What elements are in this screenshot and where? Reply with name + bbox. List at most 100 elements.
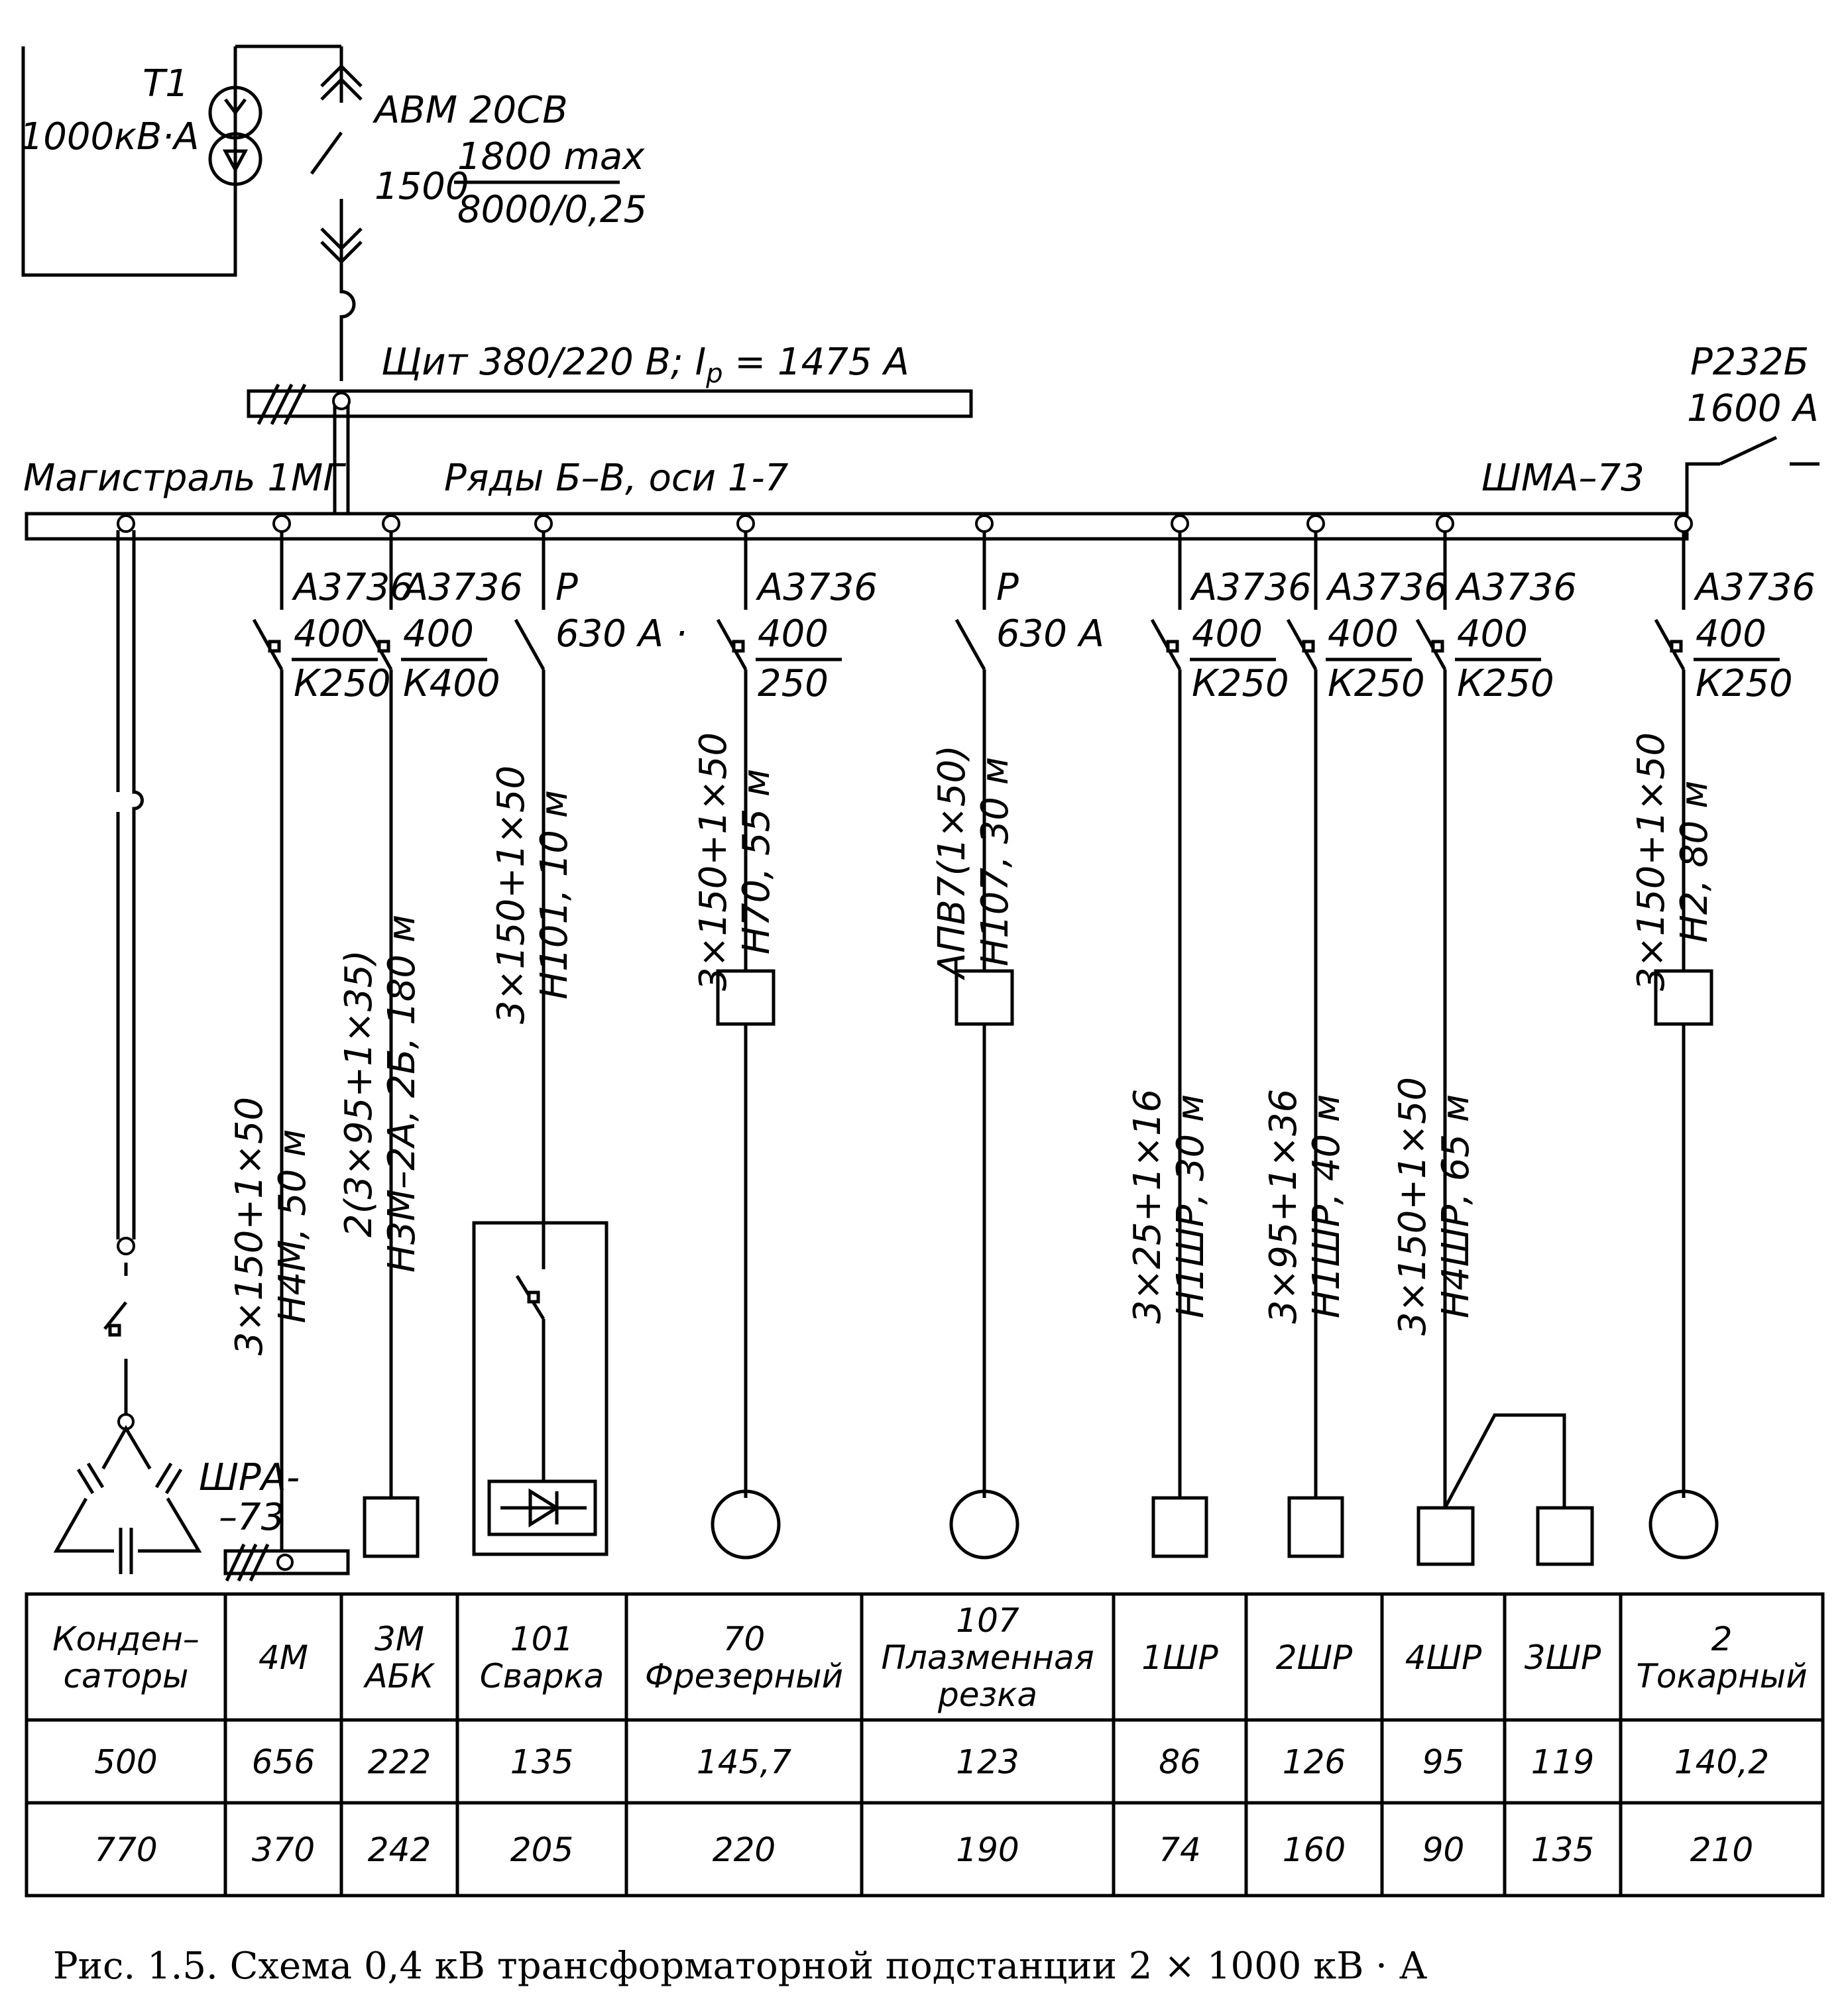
cable-spec: 3×150+1×50	[228, 1097, 271, 1355]
welder-enclosure	[472, 1221, 608, 1556]
cable-spec: 3×95+1×36	[1262, 1089, 1305, 1324]
branch-rating-den: К250	[294, 662, 391, 705]
branch-rating-den: 250	[758, 662, 829, 705]
table-cell: 140,2	[1674, 1743, 1769, 1782]
branch-rating-den: К250	[1192, 662, 1289, 705]
branch-type: А3736	[401, 566, 523, 609]
cable-route: Н1ШР, 30 м	[1169, 1094, 1212, 1318]
capacitor-branch: ШРА- –73	[53, 514, 300, 1574]
branch-rating-den: К250	[1328, 662, 1425, 705]
table-cell: 210	[1690, 1831, 1753, 1869]
branch-type: А3736	[1326, 566, 1448, 609]
load-box	[1287, 1496, 1344, 1558]
table-header: 1ШР	[1141, 1638, 1218, 1677]
table-header: 4ШР	[1405, 1638, 1482, 1677]
cable-spec: 3×150+1×50	[490, 766, 533, 1024]
motor-symbol	[1648, 1489, 1719, 1560]
table-cell: 123	[956, 1743, 1019, 1782]
branch-rating: 630 А	[996, 612, 1104, 656]
transformer-winding-lower	[208, 132, 262, 186]
table-header: АБК	[363, 1657, 435, 1695]
table-cell: 119	[1531, 1743, 1594, 1782]
right-switch-current: 1600 А	[1687, 387, 1819, 430]
branch-rating-den: К250	[1696, 662, 1793, 705]
cable-route: Н101, 10 м	[533, 790, 576, 1000]
cable-route: Н70, 55 м	[735, 769, 778, 954]
branch-rating-num: 400	[1192, 612, 1263, 656]
motor-symbol	[949, 1489, 1019, 1560]
table-cell: 242	[368, 1831, 431, 1869]
branch-rating-num: 400	[294, 612, 365, 656]
table-header: 3М	[375, 1620, 424, 1658]
cable-route: Н107, 30 м	[974, 757, 1017, 966]
table-header: 107	[956, 1601, 1019, 1640]
table-cell: 222	[368, 1743, 431, 1782]
switchboard-label: Щит 380/220 В; Iр = 1475 А	[381, 341, 909, 389]
main-breaker-den: 8000/0,25	[457, 188, 647, 231]
bus-right-label: ШМА–73	[1481, 457, 1645, 500]
cable-spec: 3×25+1×16	[1126, 1089, 1169, 1324]
branch-type: А3736	[1455, 566, 1577, 609]
branch-rating-num: 400	[1457, 612, 1528, 656]
shra-label-2: –73	[219, 1496, 284, 1539]
shra-busway	[223, 1543, 350, 1582]
table-header: саторы	[63, 1657, 188, 1695]
cable-spec: АПВ7(1×50)	[931, 745, 974, 980]
table-cell: 220	[713, 1831, 776, 1869]
table-cell: 90	[1422, 1831, 1465, 1869]
cable-spec: 3×150+1×50	[1630, 732, 1673, 991]
branch-rating: 630 А ·	[555, 612, 687, 656]
transformer-name: Т1	[143, 62, 189, 105]
table-cell: 135	[1531, 1831, 1594, 1869]
table-header: 70	[723, 1620, 766, 1658]
transformer-section: Т1 1000кВ·А	[20, 44, 341, 277]
table-cell: 145,7	[697, 1743, 791, 1782]
table-header: Конден–	[52, 1620, 200, 1658]
main-breaker-type: АВМ 20СВ	[373, 89, 568, 132]
bus-left-label: Магистраль 1МГ	[23, 457, 346, 500]
shra-label-1: ШРА-	[199, 1456, 300, 1499]
table-header: Токарный	[1636, 1657, 1807, 1695]
main-breaker-current: 1500	[375, 165, 469, 208]
main-breaker: АВМ 20СВ 1500 1800 max 8000/0,25	[310, 46, 647, 381]
branch-rating-num: 400	[403, 612, 474, 656]
load-box	[1151, 1496, 1208, 1558]
table-cell: 370	[252, 1831, 315, 1869]
bus-mid-label: Ряды Б–В, оси 1-7	[444, 457, 789, 500]
switchboard: Щит 380/220 В; Iр = 1475 А	[247, 341, 973, 514]
branch-rating-num: 400	[1696, 612, 1766, 656]
load-box	[1416, 1506, 1475, 1566]
load-box	[363, 1496, 420, 1558]
cable-spec: 3×150+1×50	[1391, 1077, 1434, 1336]
table-cell: 86	[1159, 1743, 1201, 1782]
branch-rating-den: К400	[403, 662, 500, 705]
cable-route: Н4М, 50 м	[271, 1129, 314, 1324]
table-header: Плазменная	[881, 1638, 1094, 1677]
branch-rating-den: К250	[1457, 662, 1554, 705]
table-header: 3ШР	[1525, 1638, 1601, 1677]
table-header: 101	[510, 1620, 573, 1658]
table-cell: 205	[510, 1831, 573, 1869]
table-header: 2	[1711, 1620, 1733, 1658]
cable-spec: 3×150+1×50	[692, 732, 735, 991]
table-header: 2ШР	[1276, 1638, 1353, 1677]
table-header: Фрезерный	[645, 1657, 843, 1695]
main-breaker-num: 1800 max	[457, 135, 645, 178]
table-cell: 770	[94, 1831, 157, 1869]
branch-rating-num: 400	[758, 612, 829, 656]
transformer-rating: 1000кВ·А	[20, 115, 200, 158]
branch-rating-num: 400	[1328, 612, 1399, 656]
cable-route: Н3М–2А, 2Б, 180 м	[380, 915, 424, 1273]
right-switch: Р232Б 1600 А	[1684, 341, 1819, 526]
table-cell: 135	[510, 1743, 573, 1782]
table-cell: 190	[956, 1831, 1019, 1869]
